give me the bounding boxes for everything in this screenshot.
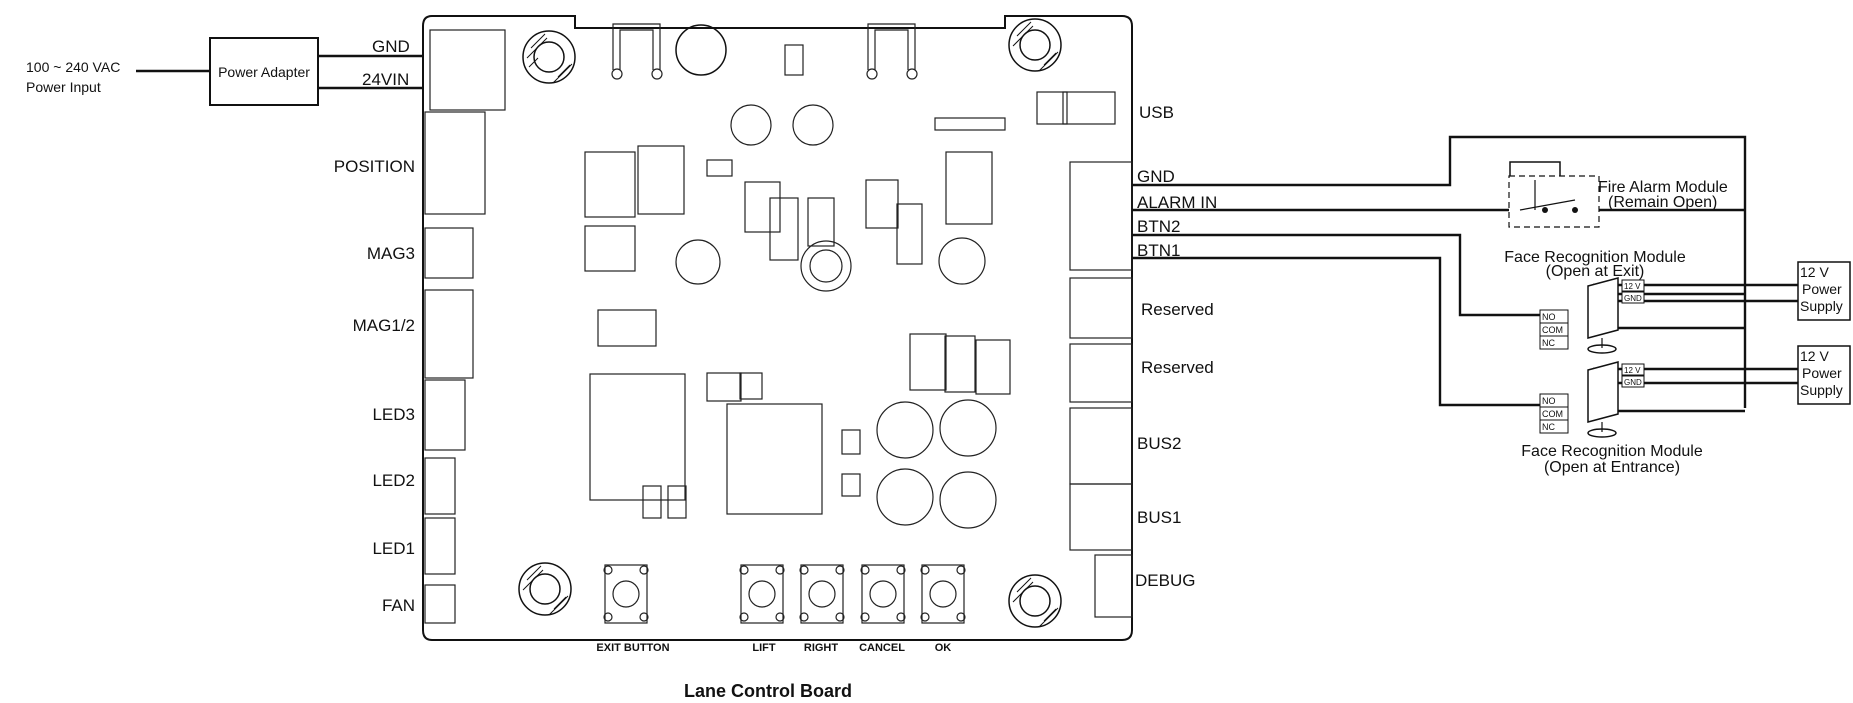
pcb-components	[584, 44, 1011, 529]
face-exit-label-1: Face Recognition Module	[1504, 249, 1686, 266]
exit-pin-12v: 12 V	[1624, 282, 1641, 291]
gnd-input-label: GND	[372, 37, 410, 56]
supply-bottom-line2: Power	[1802, 365, 1842, 381]
reserved-label-2: Reserved	[1141, 358, 1214, 377]
mag12-label: MAG1/2	[353, 316, 415, 335]
supply-bottom-line3: Supply	[1800, 382, 1843, 398]
wiring	[1132, 135, 1800, 413]
ok-button-label: OK	[935, 642, 952, 654]
input-power-label-1: 100 ~ 240 VAC	[26, 59, 120, 75]
face-entrance-label-2: (Open at Entrance)	[1544, 459, 1680, 476]
led1-label: LED1	[372, 539, 415, 558]
debug-label: DEBUG	[1135, 571, 1195, 590]
exit-relay-no: NO	[1542, 312, 1556, 322]
fire-alarm-module	[1508, 161, 1600, 228]
face-exit-label-2: (Open at Exit)	[1546, 263, 1645, 280]
power-adapter-label: Power Adapter	[218, 64, 310, 80]
entrance-relay-no: NO	[1542, 396, 1556, 406]
lift-button-label: LIFT	[752, 642, 775, 654]
exit-relay-com: COM	[1542, 325, 1563, 335]
mounting-hole	[1008, 18, 1062, 72]
mounting-hole	[1008, 574, 1062, 628]
fan-label: FAN	[382, 596, 415, 615]
top-jumper	[611, 23, 663, 80]
round-component	[675, 24, 727, 76]
entrance-pin-gnd: GND	[1624, 378, 1642, 387]
supply-top-line3: Supply	[1800, 298, 1843, 314]
bus1-label: BUS1	[1137, 508, 1181, 527]
right-connectors	[1036, 91, 1133, 618]
mag3-label: MAG3	[367, 244, 415, 263]
input-power-label-2: Power Input	[26, 79, 101, 95]
mounting-hole	[522, 30, 576, 84]
exit-pin-gnd: GND	[1624, 294, 1642, 303]
entrance-relay-com: COM	[1542, 409, 1563, 419]
supply-top-line1: 12 V	[1800, 264, 1829, 280]
led3-label: LED3	[372, 405, 415, 424]
btn1-label: BTN1	[1137, 241, 1180, 260]
power-supply-top	[1797, 261, 1851, 321]
face-recognition-entrance	[1539, 361, 1645, 438]
24vin-label: 24VIN	[362, 70, 409, 89]
reserved-label-1: Reserved	[1141, 300, 1214, 319]
mounting-hole	[518, 562, 572, 616]
power-adapter-box	[209, 37, 319, 106]
supply-bottom-line1: 12 V	[1800, 348, 1829, 364]
bus2-label: BUS2	[1137, 434, 1181, 453]
position-label: POSITION	[334, 157, 415, 176]
fire-alarm-label-1: Fire Alarm Module	[1598, 179, 1728, 196]
right-button[interactable]	[799, 564, 845, 624]
lift-button[interactable]	[739, 564, 785, 624]
cancel-button[interactable]	[860, 564, 906, 624]
ok-button[interactable]	[920, 564, 966, 624]
face-entrance-label-1: Face Recognition Module	[1521, 443, 1703, 460]
entrance-pin-12v: 12 V	[1624, 366, 1641, 375]
lane-control-board	[422, 15, 1133, 641]
fire-alarm-label-2: (Remain Open)	[1608, 194, 1717, 211]
exit-button-label: EXIT BUTTON	[596, 642, 669, 654]
power-supply-bottom	[1797, 345, 1851, 405]
usb-label: USB	[1139, 103, 1174, 122]
exit-button[interactable]	[603, 564, 649, 624]
top-jumper	[866, 23, 918, 80]
face-recognition-exit	[1539, 277, 1645, 354]
cancel-button-label: CANCEL	[859, 642, 905, 654]
entrance-relay-nc: NC	[1542, 422, 1555, 432]
supply-top-line2: Power	[1802, 281, 1842, 297]
right-button-label: RIGHT	[804, 642, 839, 654]
gnd-terminal-label: GND	[1137, 167, 1175, 186]
btn2-label: BTN2	[1137, 217, 1180, 236]
left-connectors	[424, 29, 506, 624]
exit-relay-nc: NC	[1542, 338, 1555, 348]
led2-label: LED2	[372, 471, 415, 490]
alarm-in-label: ALARM IN	[1137, 193, 1217, 212]
board-title: Lane Control Board	[684, 681, 852, 701]
